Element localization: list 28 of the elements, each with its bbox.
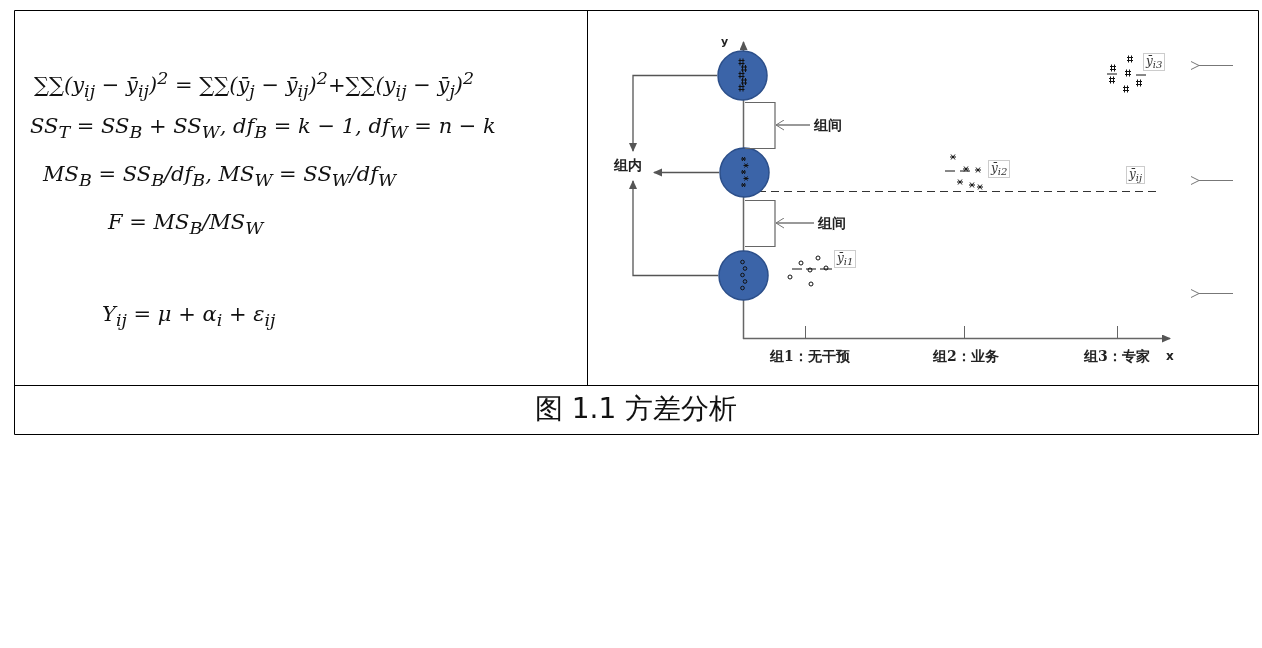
mean-label: ȳ$_{ij}$ xyxy=(1126,166,1146,185)
axis-label: y xyxy=(721,35,729,48)
arrow xyxy=(775,217,815,229)
annotation-label: 组内 xyxy=(614,155,650,175)
bracket xyxy=(744,200,776,247)
annotation-label: 组间 xyxy=(818,213,854,233)
group-circle xyxy=(718,250,769,301)
mean-label: ȳ$_{i2}$ xyxy=(988,160,1011,179)
tick-label: 组1：无干预 xyxy=(770,348,850,366)
formula: SS$_{T}$ = SS$_{B}$ + SS$_{W}$, df$_{B}$ = k − 1, df$_{W}$ = n − k xyxy=(30,114,496,143)
tick-label: 组2：业务 xyxy=(933,348,999,366)
annotation-label: 组间 xyxy=(814,115,850,135)
group-circle xyxy=(719,147,770,198)
mean-label: ȳ$_{i1}$ xyxy=(834,250,857,269)
arrow xyxy=(775,119,811,131)
arrow xyxy=(653,168,720,177)
formula: F = MS$_{B}$/MS$_{W}$ xyxy=(108,210,264,239)
figure-caption: 图 1.1 方差分析 xyxy=(533,391,739,427)
arrow xyxy=(629,180,719,277)
tick-label: 组3：专家 xyxy=(1084,348,1150,366)
formula: Y$_{ij}$ = μ + α$_{i}$ + ε$_{ij}$ xyxy=(102,302,276,331)
formula: ∑∑(y$_{ij}$ − ȳ$_{ij}$)$^{2}$ = ∑∑(ȳ$_{j}$ − ȳ$_{ij}$)$^{2}$+∑∑(y$_{ij}$ − ȳ$_{j}$)$^{2}$ xyxy=(34,68,475,102)
formula: MS$_{B}$ = SS$_{B}$/df$_{B}$, MS$_{W}$ = SS$_{W}$/df$_{W}$ xyxy=(43,162,397,191)
arrow xyxy=(629,74,718,152)
bracket xyxy=(744,102,776,149)
axis-label: x xyxy=(1166,349,1174,363)
group-circle xyxy=(717,50,768,101)
mean-label: ȳ$_{i3}$ xyxy=(1143,53,1166,72)
